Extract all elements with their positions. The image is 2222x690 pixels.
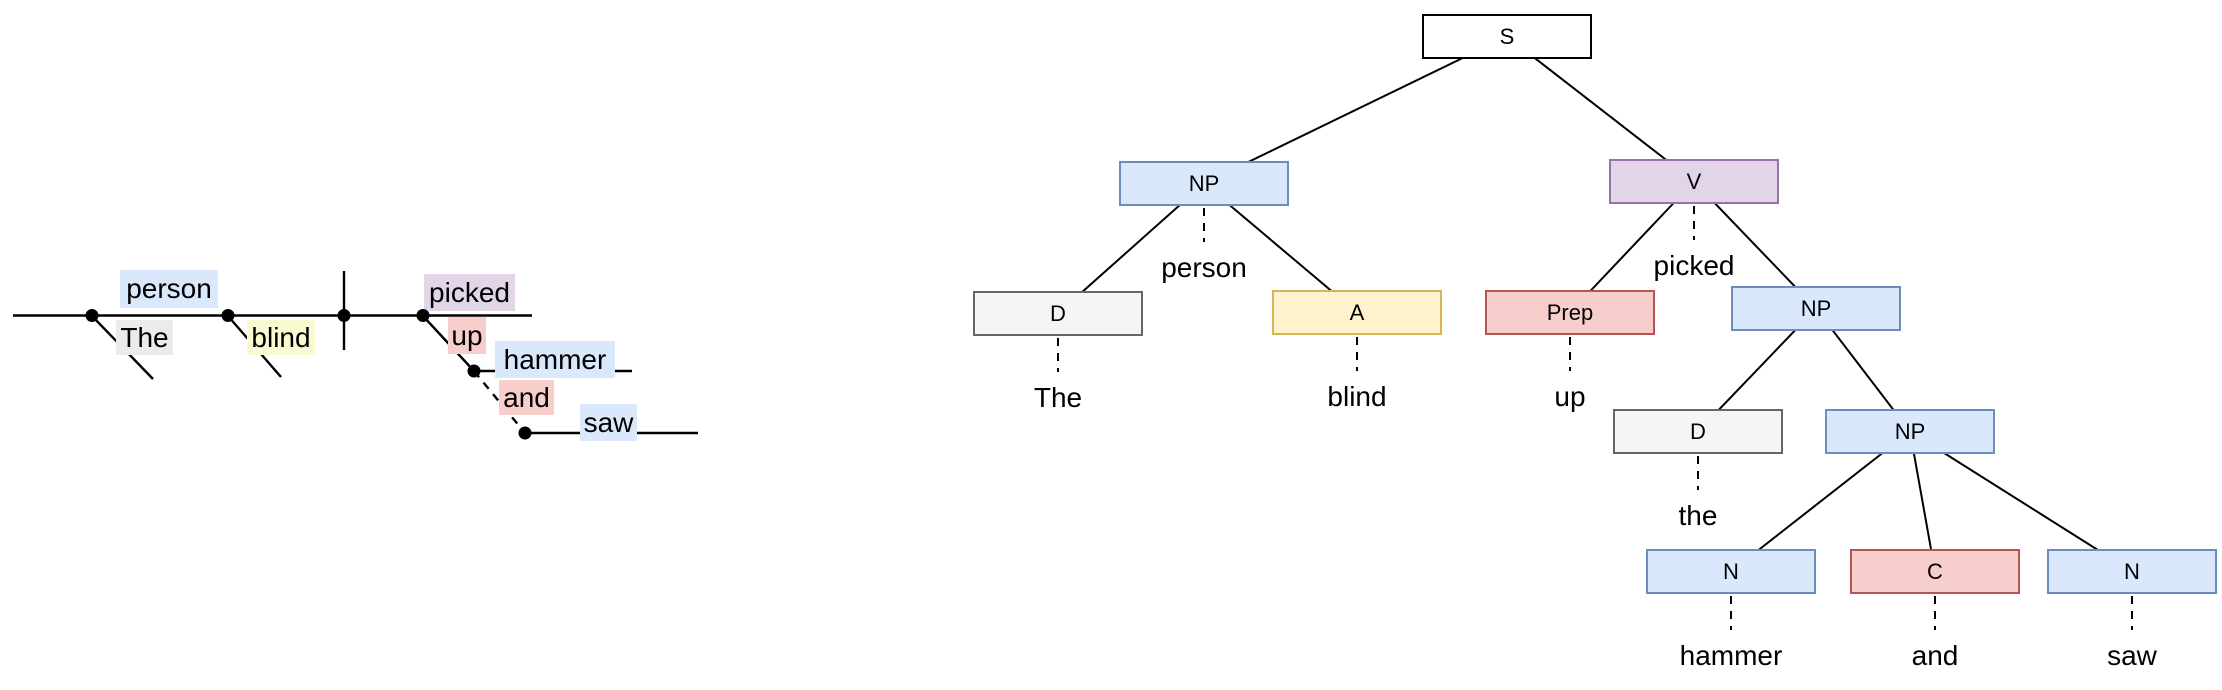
tree-node-label: C	[1927, 558, 1943, 584]
tree-node-np2: NP	[1731, 286, 1901, 331]
terminal-word-and: and	[1911, 640, 1959, 671]
terminal-word-picked: picked	[1653, 250, 1735, 281]
tree-node-label: N	[1723, 558, 1739, 584]
tree-node-v: V	[1609, 159, 1779, 204]
diagram-word-blind: blind	[247, 320, 315, 355]
tree-node-np1: NP	[1119, 161, 1289, 206]
tree-node-d2: D	[1613, 409, 1783, 454]
diagram-word-the: The	[116, 320, 173, 355]
tree-node-prep: Prep	[1485, 290, 1655, 335]
tree-node-n1: N	[1646, 549, 1816, 594]
tree-node-label: D	[1050, 300, 1066, 326]
tree-node-label: NP	[1800, 295, 1832, 321]
terminal-word-blind: blind	[1327, 381, 1387, 412]
tree-node-a: A	[1272, 290, 1442, 335]
tree-node-label: V	[1686, 168, 1702, 194]
tree-node-label: S	[1499, 23, 1515, 49]
tree-node-label: Prep	[1546, 299, 1594, 325]
diagram-word-hammer: hammer	[495, 341, 615, 378]
tree-node-label: A	[1349, 299, 1365, 325]
terminal-word-saw: saw	[2107, 640, 2157, 671]
tree-node-label: NP	[1894, 418, 1926, 444]
tree-node-d1: D	[973, 291, 1143, 336]
tree-node-s: S	[1422, 14, 1592, 59]
terminal-word-the: the	[1678, 500, 1718, 531]
tree-node-label: N	[2124, 558, 2140, 584]
diagram-word-saw: saw	[580, 404, 637, 441]
terminal-word-the: The	[1033, 382, 1083, 413]
terminal-word-person: person	[1161, 252, 1247, 283]
tree-node-n2: N	[2047, 549, 2217, 594]
diagram-word-and: and	[499, 380, 554, 415]
diagram-word-person: person	[120, 270, 218, 308]
diagram-word-up: up	[448, 317, 486, 354]
tree-node-label: NP	[1188, 170, 1220, 196]
diagram-word-picked: picked	[424, 274, 515, 311]
tree-node-label: D	[1690, 418, 1706, 444]
terminal-word-hammer: hammer	[1679, 640, 1783, 671]
terminal-word-up: up	[1554, 381, 1586, 412]
tree-node-np3: NP	[1825, 409, 1995, 454]
tree-node-c: C	[1850, 549, 2020, 594]
